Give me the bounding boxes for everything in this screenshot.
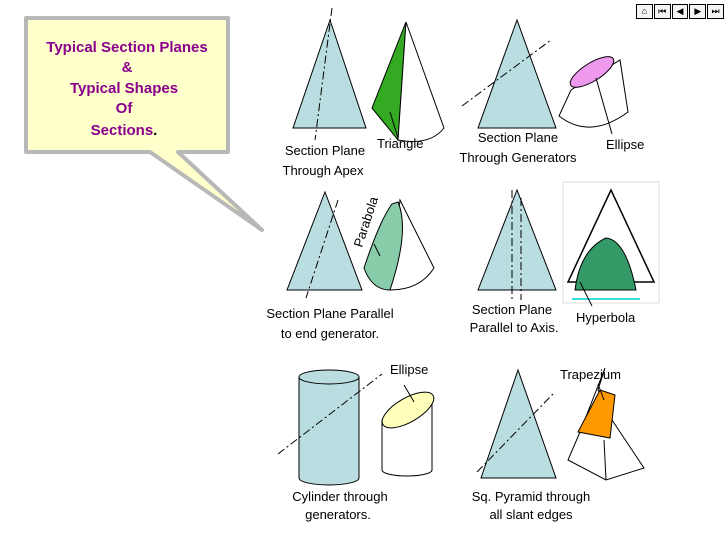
parabola-pointer [373, 243, 381, 257]
callout-line-2: & [122, 59, 133, 76]
shape-label-hyperbola: Hyperbola [576, 310, 636, 325]
first-icon[interactable]: ⏮ [653, 4, 671, 19]
callout-line-3: Typical Shapes [70, 80, 178, 97]
callout-line-4: Of [116, 100, 134, 117]
section-plane-line [476, 393, 554, 473]
cone-front-view [477, 188, 557, 291]
callout-sections: Sections [91, 122, 154, 139]
last-icon[interactable]: ⏭ [707, 4, 724, 19]
callout-period: . [153, 122, 157, 139]
trapezium-pointer [597, 383, 605, 401]
caption-apex-line-1: Section Plane [285, 143, 365, 158]
panel-parallel-end-generator: Parabola Section Plane Parallel to end g… [266, 190, 435, 341]
callout-line-5: Sections. [91, 122, 158, 139]
parabola-section [363, 201, 403, 291]
slide-navigation: ⌂ ⏮ ◀ ▶ ⏭ [636, 4, 724, 19]
caption-parallel-axis-line-1: Section Plane [472, 302, 552, 317]
shape-label-trapezium: Trapezium [560, 367, 621, 382]
trapezium-section [577, 389, 616, 439]
hyperbola-section [574, 237, 637, 291]
panel-parallel-axis: Section Plane Parallel to Axis. Hyperbol… [470, 181, 660, 335]
ellipse-section [381, 391, 435, 429]
cylinder-top [298, 369, 360, 385]
hyperbola-pointer [579, 281, 593, 307]
cut-cone-body [558, 59, 629, 128]
caption-generators-line-1: Section Plane [478, 130, 558, 145]
shape-label-ellipse: Ellipse [606, 137, 644, 152]
section-plane-line [314, 7, 333, 141]
cut-cone-body [397, 21, 445, 142]
pyramid-edge [603, 439, 607, 481]
caption-pyramid-line-2: all slant edges [489, 507, 573, 522]
panel-through-generators: Section Plane Through Generators Ellipse [459, 18, 644, 165]
caption-generators-line-2: Through Generators [459, 150, 577, 165]
shape-label-cylinder-ellipse: Ellipse [390, 362, 428, 377]
section-plane-line [461, 39, 552, 107]
ellipse-pointer [595, 77, 613, 135]
triangle-pointer [389, 111, 399, 139]
section-plane-line [305, 199, 339, 299]
prev-icon[interactable]: ◀ [671, 4, 689, 19]
cone-front-view [292, 18, 367, 129]
panel-cylinder: Ellipse Cylinder through generators. [277, 362, 435, 522]
next-icon[interactable]: ▶ [689, 4, 707, 19]
callout-line-1: Typical Section Planes [46, 39, 207, 56]
caption-cylinder-line-1: Cylinder through [292, 489, 387, 504]
caption-cylinder-line-2: generators. [305, 507, 371, 522]
caption-apex-line-2: Through Apex [283, 163, 364, 178]
home-icon[interactable]: ⌂ [636, 4, 653, 19]
shape-label-triangle: Triangle [377, 136, 423, 151]
caption-parallel-end-line-1: Section Plane Parallel [266, 306, 393, 321]
cone-front-view [477, 18, 557, 129]
ellipse-pointer [403, 384, 415, 403]
title-callout: Typical Section Planes & Typical Shapes … [24, 16, 264, 232]
cylinder-front-view [298, 376, 360, 486]
pyramid-front-view [480, 368, 557, 479]
caption-pyramid-line-1: Sq. Pyramid through [472, 489, 591, 504]
panel-square-pyramid: Trapezium Sq. Pyramid through all slant … [472, 367, 645, 522]
caption-parallel-axis-line-2: Parallel to Axis. [470, 320, 559, 335]
callout-bubble [24, 16, 264, 232]
caption-parallel-end-line-2: to end generator. [281, 326, 379, 341]
section-plane-line [277, 373, 383, 455]
panel-through-apex: Triangle Section Plane Through Apex [283, 7, 445, 178]
